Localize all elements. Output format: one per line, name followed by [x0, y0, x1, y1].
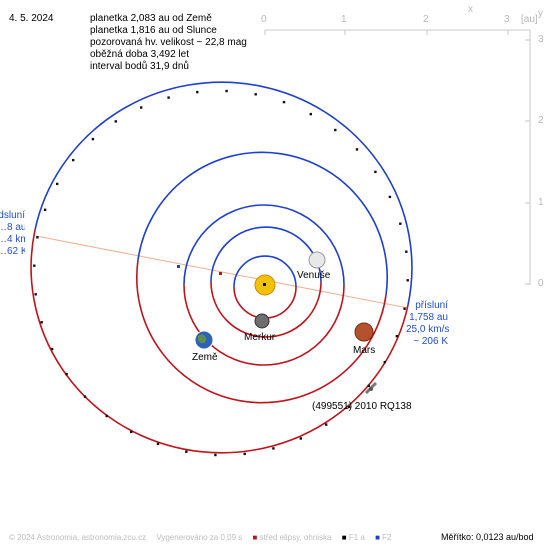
- mercury-orbit-north: [233, 255, 297, 288]
- orbit-point: [34, 293, 37, 296]
- info-line: planetka 1,816 au od Slunce: [90, 25, 217, 36]
- mars-planet: [354, 322, 374, 342]
- orbit-point: [130, 430, 133, 434]
- orbit-point: [91, 137, 95, 141]
- orbit-point: [36, 236, 39, 239]
- orbit-point: [243, 452, 246, 456]
- y-tick-0: 0: [538, 278, 544, 289]
- legend-f1: ■ F1 a: [341, 533, 365, 542]
- ellipse-center-marker: [219, 272, 222, 275]
- y-tick-1: 1: [538, 197, 544, 208]
- y-tick-3: 3: [538, 34, 544, 45]
- orbit-point: [156, 442, 160, 446]
- asteroid-orbit-south: [30, 229, 409, 454]
- earth-planet: [194, 330, 214, 350]
- y-axis-label: y: [538, 8, 543, 19]
- perihelion-distance: 1,758 au: [409, 312, 448, 323]
- orbit-point: [185, 450, 188, 453]
- orbit-point: [405, 250, 408, 253]
- focus-f2-marker: [177, 265, 180, 268]
- earth-orbit-north: [183, 204, 345, 286]
- orbit-point: [282, 100, 286, 104]
- orbit-point: [254, 93, 257, 96]
- aphelion-info: odsluní …8 au …4 km/s …62 K: [0, 210, 25, 258]
- info-panel: planetka 2,083 au od Země planetka 1,816…: [90, 13, 247, 73]
- orbit-point: [374, 170, 377, 174]
- x-tick-0: 0: [261, 14, 267, 25]
- x-tick-2: 2: [423, 14, 429, 25]
- aphelion-title: odsluní: [0, 210, 25, 221]
- orbit-point: [272, 447, 275, 450]
- orbit-point: [214, 453, 217, 457]
- aphelion-speed: …4 km/s: [0, 234, 25, 245]
- orbit-point: [299, 437, 302, 440]
- orbit-point: [225, 89, 228, 93]
- orbit-point: [40, 321, 43, 324]
- mercury-label: Merkur: [244, 332, 276, 343]
- asteroid-marker: [364, 381, 378, 395]
- sun: [254, 274, 276, 296]
- orbit-point: [309, 112, 312, 116]
- orbit-point: [105, 414, 108, 418]
- orbit-point: [43, 208, 47, 211]
- info-line: interval bodů 31,9 dnů: [90, 61, 189, 72]
- orbit-point: [325, 423, 328, 426]
- orbit-point: [83, 395, 87, 398]
- date-label: 4. 5. 2024: [9, 13, 54, 24]
- orbit-point: [355, 148, 359, 151]
- asteroid-orbit-north: [34, 81, 413, 306]
- orbit-point: [72, 158, 75, 162]
- perihelion-temperature: ~ 206 K: [413, 336, 448, 347]
- earth-label: Země: [192, 352, 218, 363]
- orbit-point: [383, 360, 386, 364]
- x-axis-label: x: [468, 4, 473, 15]
- axes: [264, 29, 531, 285]
- info-line: oběžná doba 3,492 let: [90, 49, 189, 60]
- orbit-point: [399, 222, 402, 225]
- copyright-text: © 2024 Astronomia, astronomia.zcu.cz: [9, 533, 147, 542]
- unit-label: [au]: [521, 14, 538, 25]
- x-tick-3: 3: [504, 14, 510, 25]
- venus-planet: [308, 251, 326, 269]
- orbit-point: [395, 335, 399, 338]
- orbit-point: [347, 405, 351, 409]
- asteroid-orbit-points: [33, 89, 409, 457]
- aphelion-temperature: …62 K: [0, 246, 25, 257]
- orbit-point: [65, 372, 68, 376]
- earth-orbit-south: [183, 284, 345, 366]
- info-line: planetka 2,083 au od Země: [90, 13, 212, 24]
- generated-text: Vygenerováno za 0,09 s: [156, 533, 243, 542]
- perihelion-info: přísluní 1,758 au 25,0 km/s ~ 206 K: [406, 300, 450, 348]
- mars-orbit-north: [137, 151, 389, 296]
- orbit-point: [140, 106, 143, 109]
- venus-orbit-south: [210, 281, 322, 338]
- orbit-point: [196, 90, 199, 94]
- legend-center: ■ střed elipsy, ohniska: [252, 533, 332, 542]
- orbit-point: [50, 347, 54, 351]
- perihelion-speed: 25,0 km/s: [406, 324, 450, 335]
- orbit-point: [114, 120, 117, 123]
- orbit-point: [367, 384, 370, 388]
- y-tick-2: 2: [538, 115, 544, 126]
- legend-f2: ■ F2: [375, 533, 392, 542]
- footer: © 2024 Astronomia, astronomia.zcu.cz Vyg…: [9, 533, 399, 542]
- venus-label: Venuše: [297, 270, 331, 281]
- orbit-point: [406, 279, 409, 282]
- orbit-point: [388, 195, 392, 199]
- mars-orbit-south: [135, 259, 387, 404]
- orbit-point: [334, 128, 337, 132]
- orbit-point: [33, 264, 36, 267]
- x-tick-1: 1: [341, 14, 347, 25]
- orbit-point: [56, 182, 59, 186]
- asteroid-label: (499551) 2010 RQ138: [312, 401, 412, 412]
- mars-label: Mars: [353, 345, 376, 356]
- mercury-planet: [254, 313, 270, 329]
- orbit-point: [403, 307, 406, 310]
- info-line: pozorovaná hv. velikost ~ 22,8 mag: [90, 37, 247, 48]
- scale-label: Měřítko: 0,0123 au/bod: [441, 532, 534, 542]
- perihelion-title: přísluní: [415, 300, 448, 311]
- orbit-point: [167, 96, 170, 99]
- aphelion-distance: …8 au: [0, 222, 25, 233]
